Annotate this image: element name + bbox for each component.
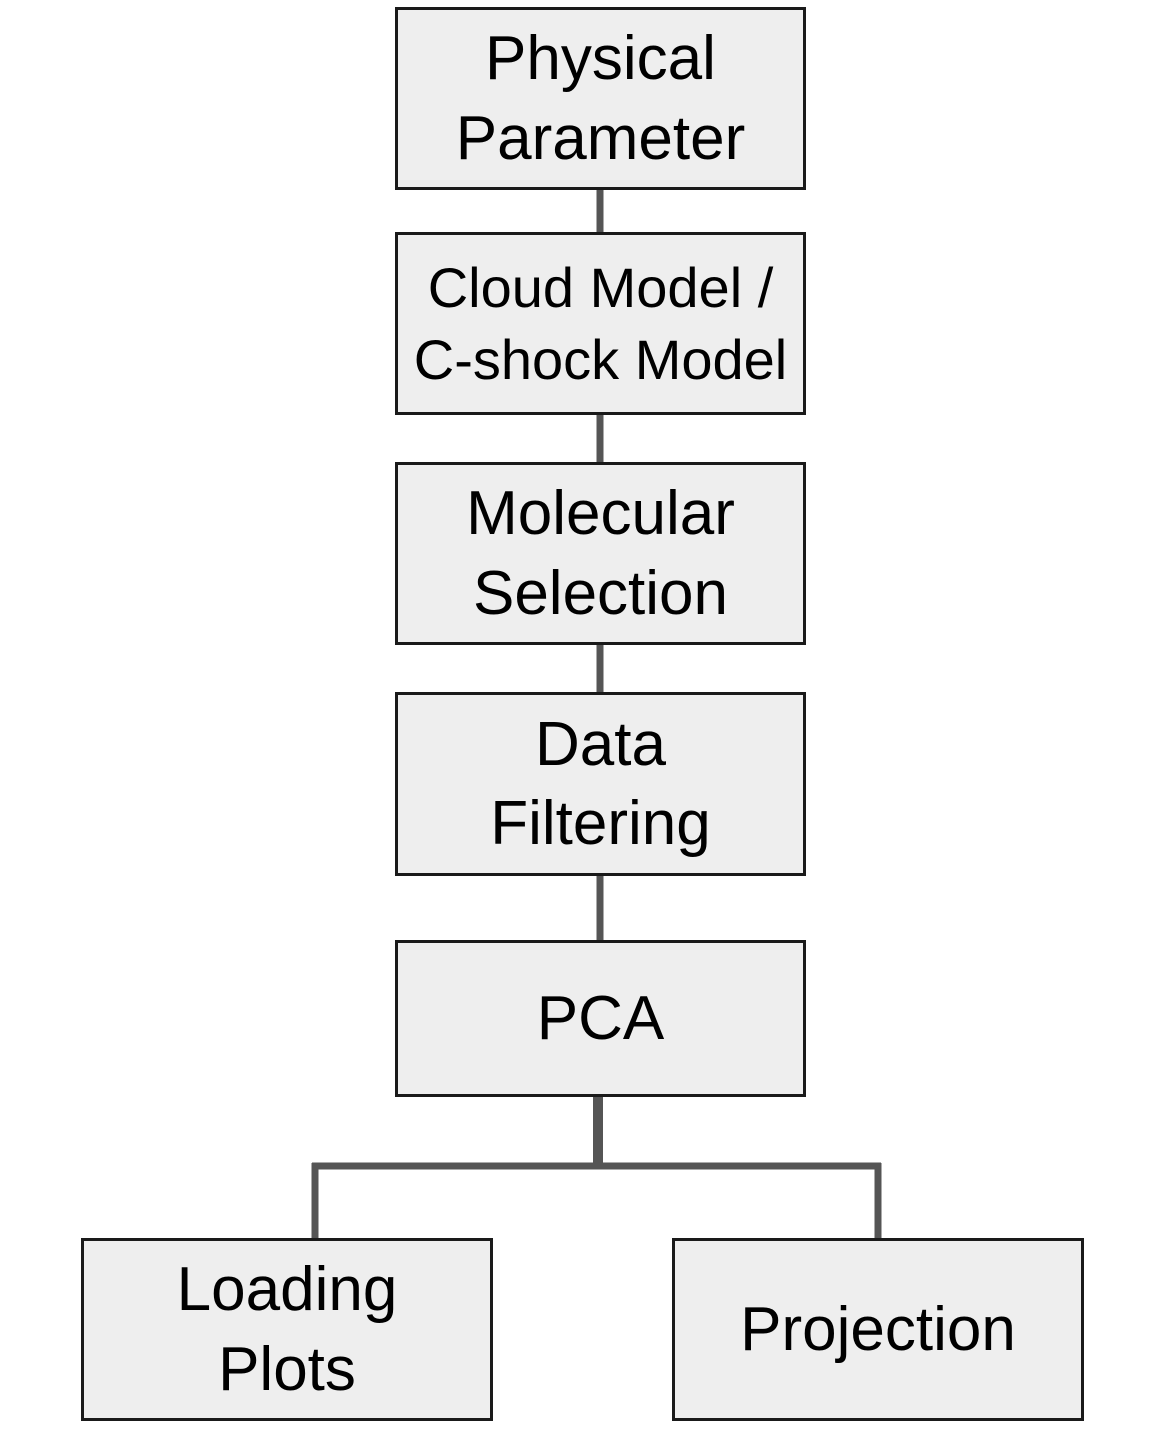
node-label: Physical Parameter	[455, 24, 746, 173]
node-data-filtering: Data Filtering	[395, 692, 806, 876]
node-pca: PCA	[395, 940, 806, 1097]
node-label: Cloud Model / C-shock Model	[413, 255, 788, 391]
node-label: Loading Plots	[176, 1255, 398, 1404]
node-label: PCA	[536, 983, 665, 1053]
node-physical-parameter: Physical Parameter	[395, 7, 806, 190]
node-loading-plots: Loading Plots	[81, 1238, 493, 1421]
node-cloud-model: Cloud Model / C-shock Model	[395, 232, 806, 415]
node-label: Projection	[740, 1294, 1016, 1364]
node-label: Molecular Selection	[466, 479, 735, 628]
node-label: Data Filtering	[490, 709, 711, 858]
node-molecular-selection: Molecular Selection	[395, 462, 806, 645]
node-projection: Projection	[672, 1238, 1084, 1421]
